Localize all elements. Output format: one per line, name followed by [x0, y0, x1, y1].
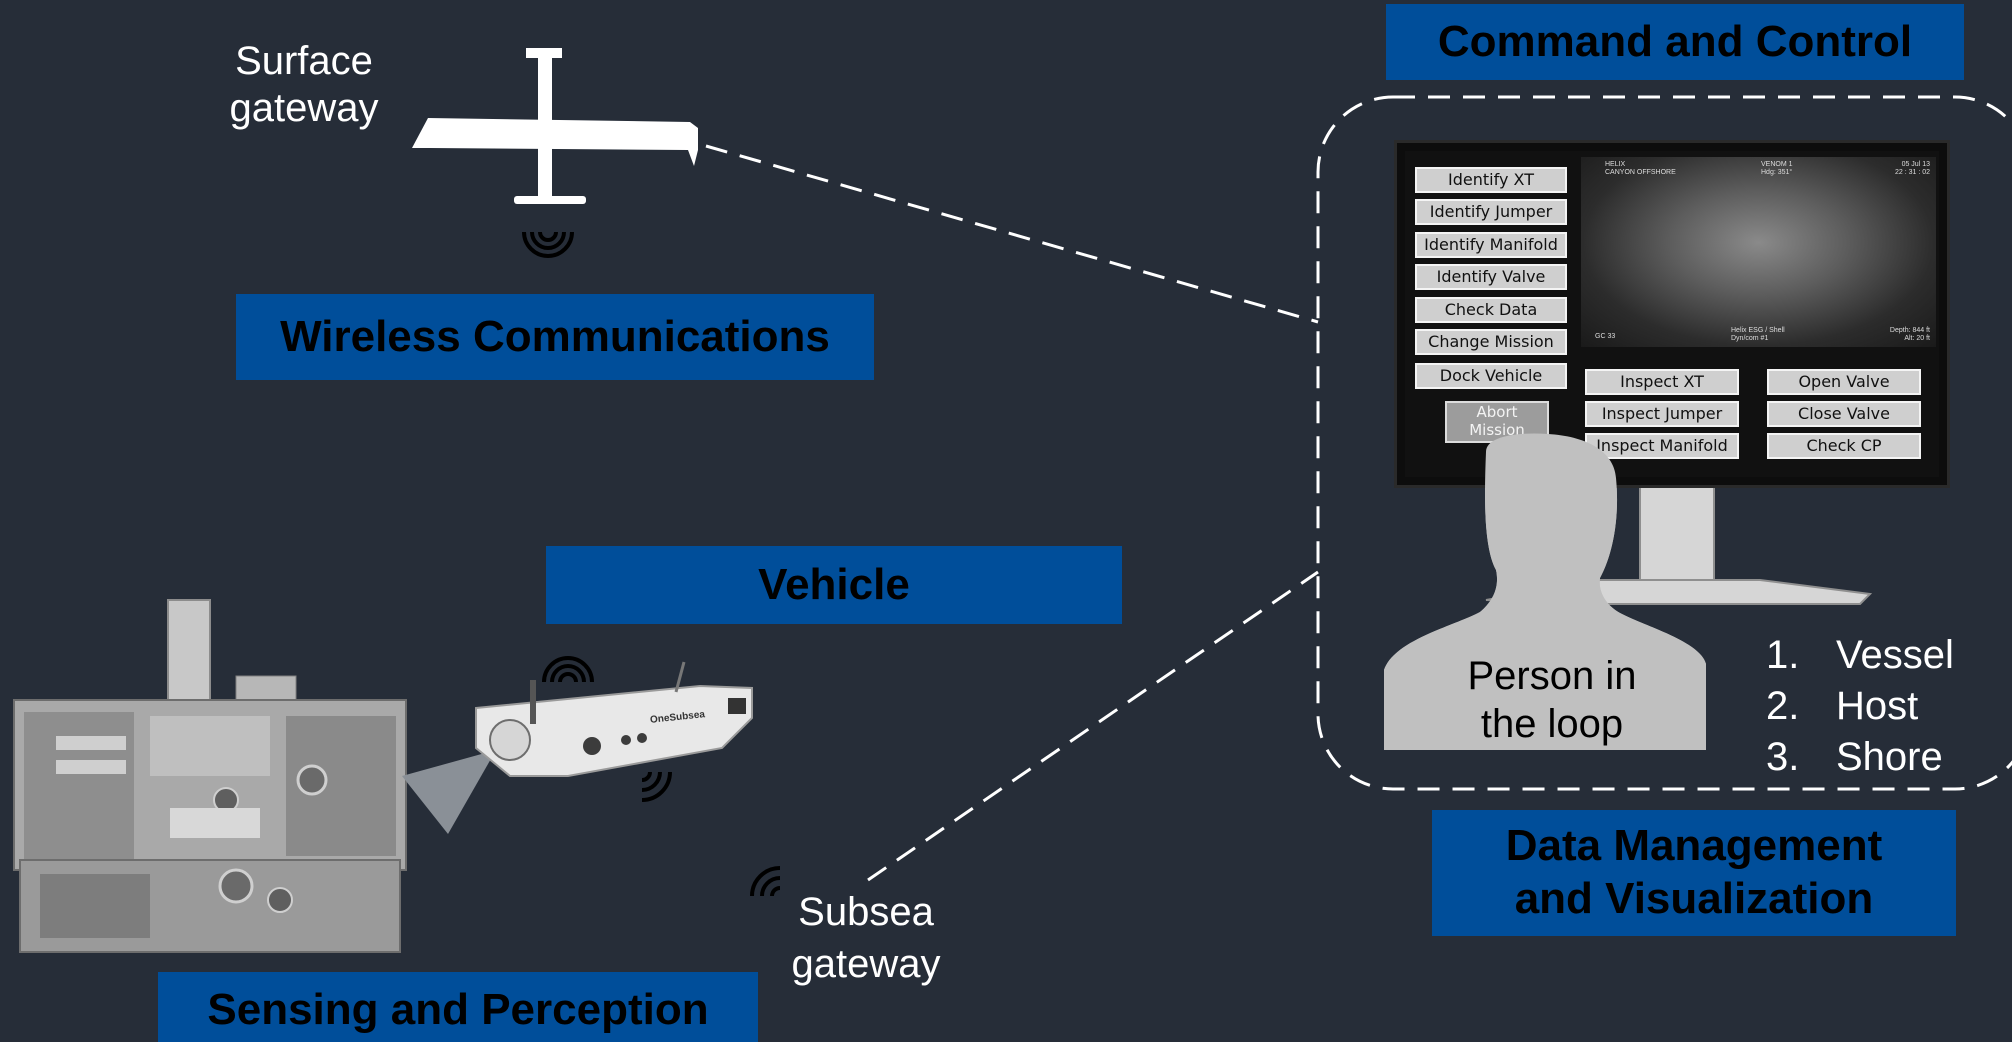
wireless-comms-label: Wireless Communications — [280, 311, 830, 361]
hud-bottom-mid: Helix ESG / Shell Dyn/com #1 — [1731, 326, 1785, 342]
wireless-signal-icon-vehicle-bottom — [641, 771, 672, 802]
vehicle-label: Vehicle — [758, 559, 910, 609]
dock-vehicle-button[interactable]: Dock Vehicle — [1415, 363, 1567, 389]
inspect-xt-button[interactable]: Inspect XT — [1585, 369, 1739, 395]
check-cp-button[interactable]: Check CP — [1767, 433, 1921, 459]
inspect-jumper-button[interactable]: Inspect Jumper — [1585, 401, 1739, 427]
identify-valve-button[interactable]: Identify Valve — [1415, 264, 1567, 290]
monitor: HELIX CANYON OFFSHORE VENOM 1 Hdg: 351° … — [1394, 140, 1950, 488]
wireless-signal-icon-subsea — [750, 866, 781, 897]
subsea-link-line — [867, 570, 1319, 882]
command-control-boundary — [1316, 95, 2012, 791]
command-control-label: Command and Control — [1437, 16, 1913, 66]
surface-gateway-label: Surface gateway — [229, 39, 379, 131]
inspect-manifold-button[interactable]: Inspect Manifold — [1585, 433, 1739, 459]
subsea-vehicle-image — [475, 661, 753, 777]
data-management-banner: Data Management and Visualization — [1432, 810, 1956, 936]
data-management-line1: Data Management — [1505, 821, 1883, 871]
check-data-button[interactable]: Check Data — [1415, 297, 1567, 323]
abort-mission-button[interactable]: Abort Mission — [1445, 401, 1549, 443]
vehicle-banner: Vehicle — [546, 546, 1122, 624]
identify-jumper-button[interactable]: Identify Jumper — [1415, 199, 1567, 225]
data-management-line2: and Visualization — [1514, 874, 1874, 923]
surface-link-line — [705, 144, 1319, 324]
hud-bottom-right: Depth: 844 ft Alt: 20 ft — [1889, 326, 1930, 342]
console-screen: HELIX CANYON OFFSHORE VENOM 1 Hdg: 351° … — [1405, 151, 1939, 477]
wireless-comms-banner: Wireless Communications — [236, 294, 874, 380]
location-item: 2. Host — [1766, 684, 1919, 728]
hud-top-mid: VENOM 1 Hdg: 351° — [1761, 161, 1793, 177]
sensor-cone — [402, 750, 496, 834]
subsea-tree-image — [13, 599, 407, 953]
camera-feed: HELIX CANYON OFFSHORE VENOM 1 Hdg: 351° … — [1581, 157, 1936, 347]
location-item: 3. Shore — [1766, 735, 1943, 779]
open-valve-button[interactable]: Open Valve — [1767, 369, 1921, 395]
location-list: 1. Vessel 2. Host 3. Shore — [1766, 630, 1954, 783]
subsea-gateway-label: Subsea gateway — [791, 890, 941, 986]
identify-manifold-button[interactable]: Identify Manifold — [1415, 232, 1567, 258]
command-control-banner: Command and Control — [1386, 4, 1964, 80]
change-mission-button[interactable]: Change Mission — [1415, 329, 1567, 355]
sensing-perception-banner: Sensing and Perception — [158, 972, 758, 1042]
identify-xt-button[interactable]: Identify XT — [1415, 167, 1567, 193]
hud-top-right: 05 Jul 13 22 : 31 : 02 — [1894, 161, 1930, 177]
hud-top-left: HELIX CANYON OFFSHORE — [1605, 161, 1676, 177]
wireless-signal-icon-vehicle — [542, 656, 594, 683]
hud-bottom-left: GC 33 — [1595, 332, 1616, 340]
close-valve-button[interactable]: Close Valve — [1767, 401, 1921, 427]
sensing-perception-label: Sensing and Perception — [207, 985, 709, 1034]
location-item: 1. Vessel — [1766, 633, 1954, 677]
aircraft-icon — [412, 48, 698, 204]
person-label: Person in the loop — [1467, 654, 1637, 746]
wireless-signal-icon-surface — [522, 231, 574, 258]
